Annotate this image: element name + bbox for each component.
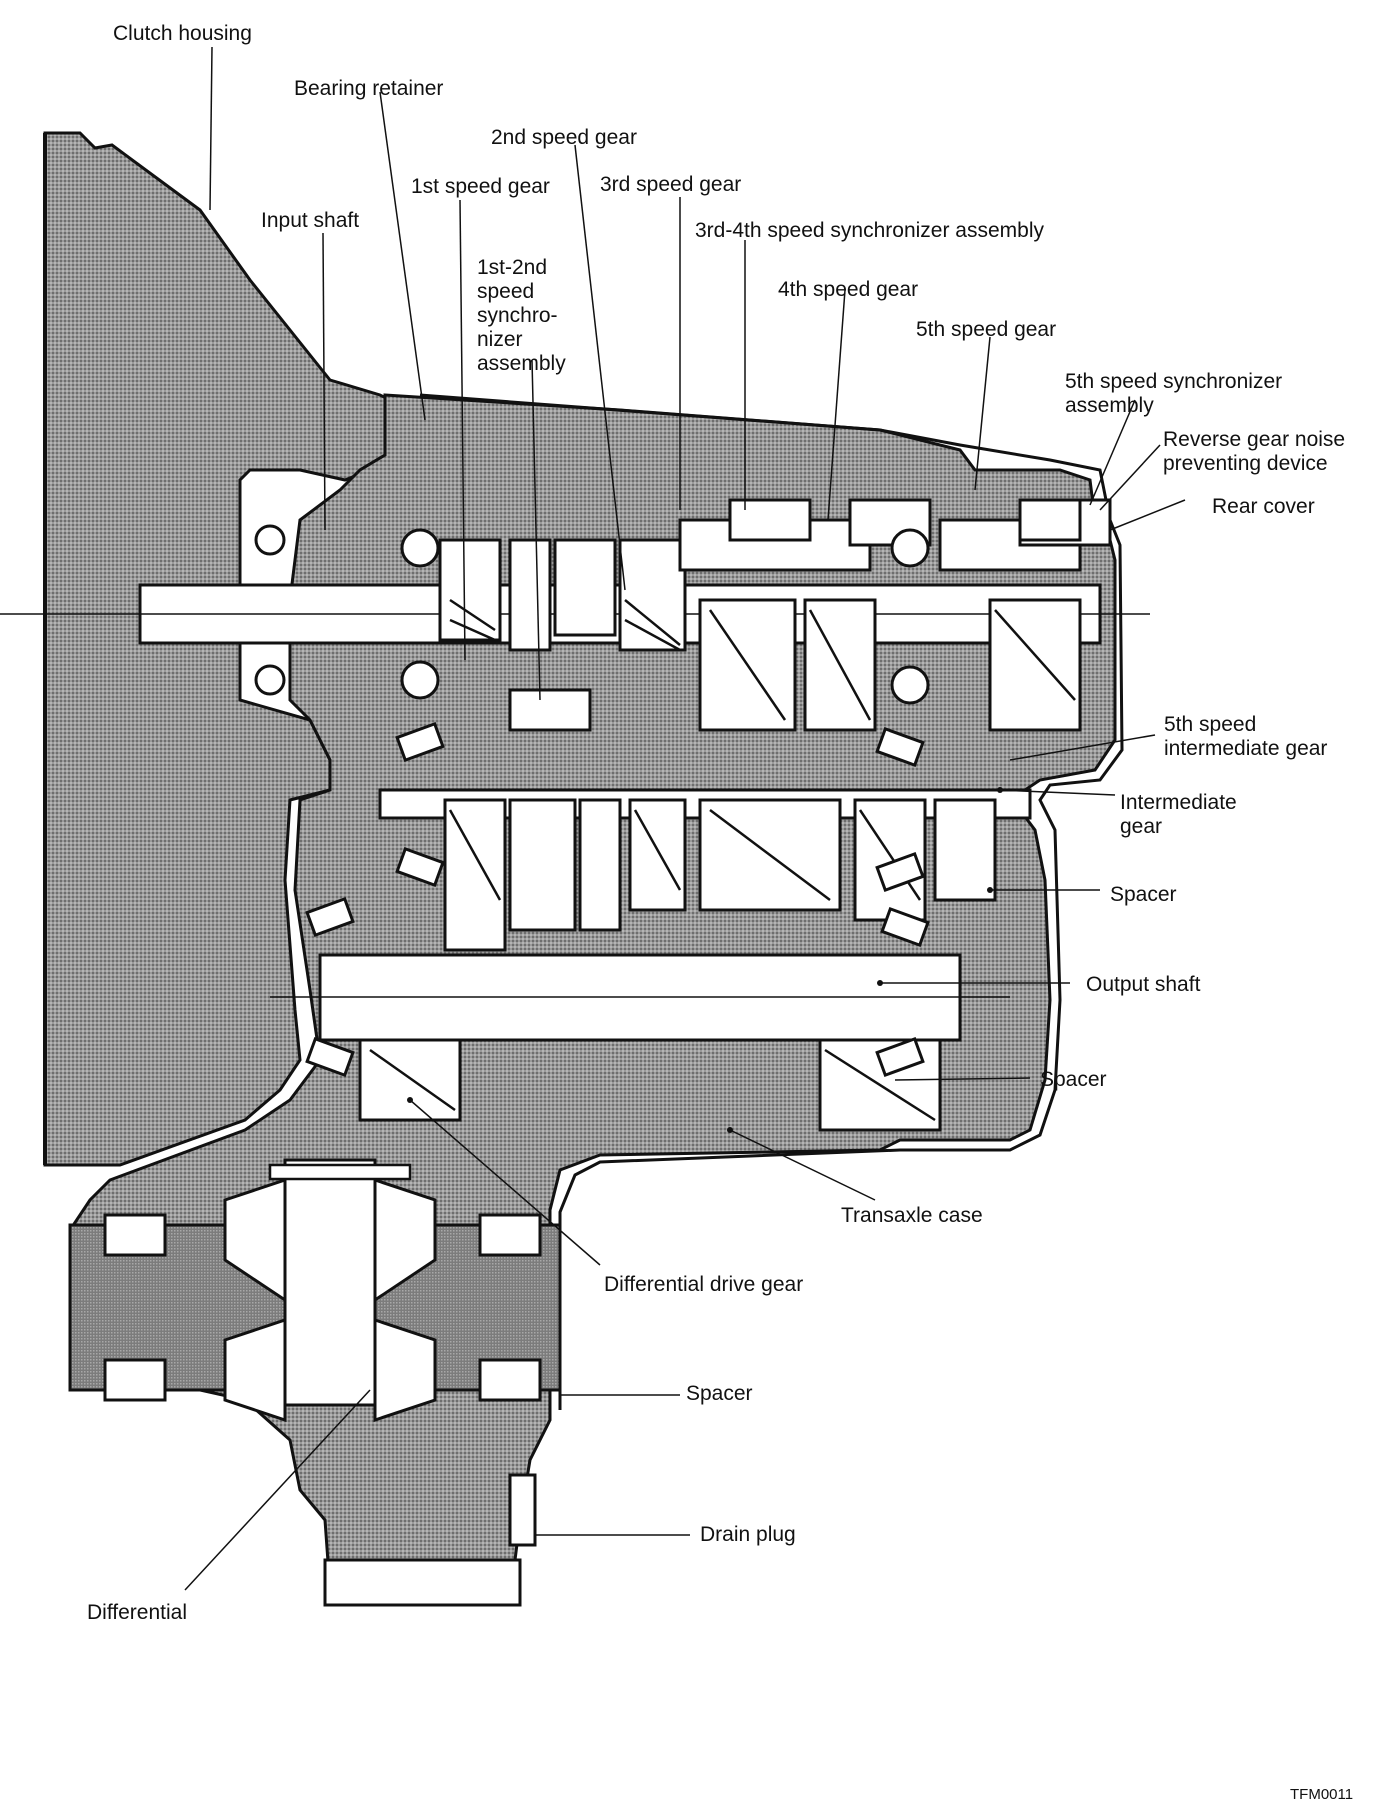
differential-assembly [68,1158,562,1607]
label-1st-speed-gear: 1st speed gear [411,175,550,198]
label-output-shaft: Output shaft [1086,973,1201,996]
figure-code: TFM0011 [1290,1786,1354,1803]
label-1st-2nd-synchronizer: 1st-2nd speed synchro- nizer assembly [477,256,566,375]
label-drain-plug: Drain plug [700,1523,796,1546]
label-5th-speed-synchronizer: 5th speed synchronizer assembly [1065,370,1283,417]
label-5th-speed-gear: 5th speed gear [916,318,1057,341]
label-intermediate-gear: Intermediate gear [1120,791,1237,838]
label-rear-cover: Rear cover [1212,495,1315,518]
label-spacer-middle: Spacer [1040,1068,1107,1091]
label-spacer-upper: Spacer [1110,883,1177,906]
label-3rd-4th-synchronizer: 3rd-4th speed synchronizer assembly [695,219,1045,242]
label-transaxle-case: Transaxle case [841,1204,983,1227]
tapered-bearings [305,721,930,1078]
label-5th-speed-intermediate-gear: 5th speed intermediate gear [1164,713,1328,760]
ball-bearings [254,524,930,705]
label-input-shaft: Input shaft [261,209,360,232]
label-2nd-speed-gear: 2nd speed gear [491,126,637,149]
gear-stack-lower [358,798,997,1132]
label-differential: Differential [87,1601,187,1624]
label-3rd-speed-gear: 3rd speed gear [600,173,742,196]
label-spacer-lower: Spacer [686,1382,753,1405]
leader-dots [407,787,1003,1133]
label-clutch-housing: Clutch housing [113,22,252,45]
gear-teeth [369,598,1076,1122]
leader-lines [184,46,1186,1591]
label-bearing-retainer: Bearing retainer [294,77,444,100]
label-4th-speed-gear: 4th speed gear [778,278,919,301]
clutch-housing-body [43,131,422,1167]
label-differential-drive-gear: Differential drive gear [604,1273,804,1296]
label-reverse-gear-noise: Reverse gear noise preventing device [1163,428,1346,475]
synchronizers [508,498,1082,732]
